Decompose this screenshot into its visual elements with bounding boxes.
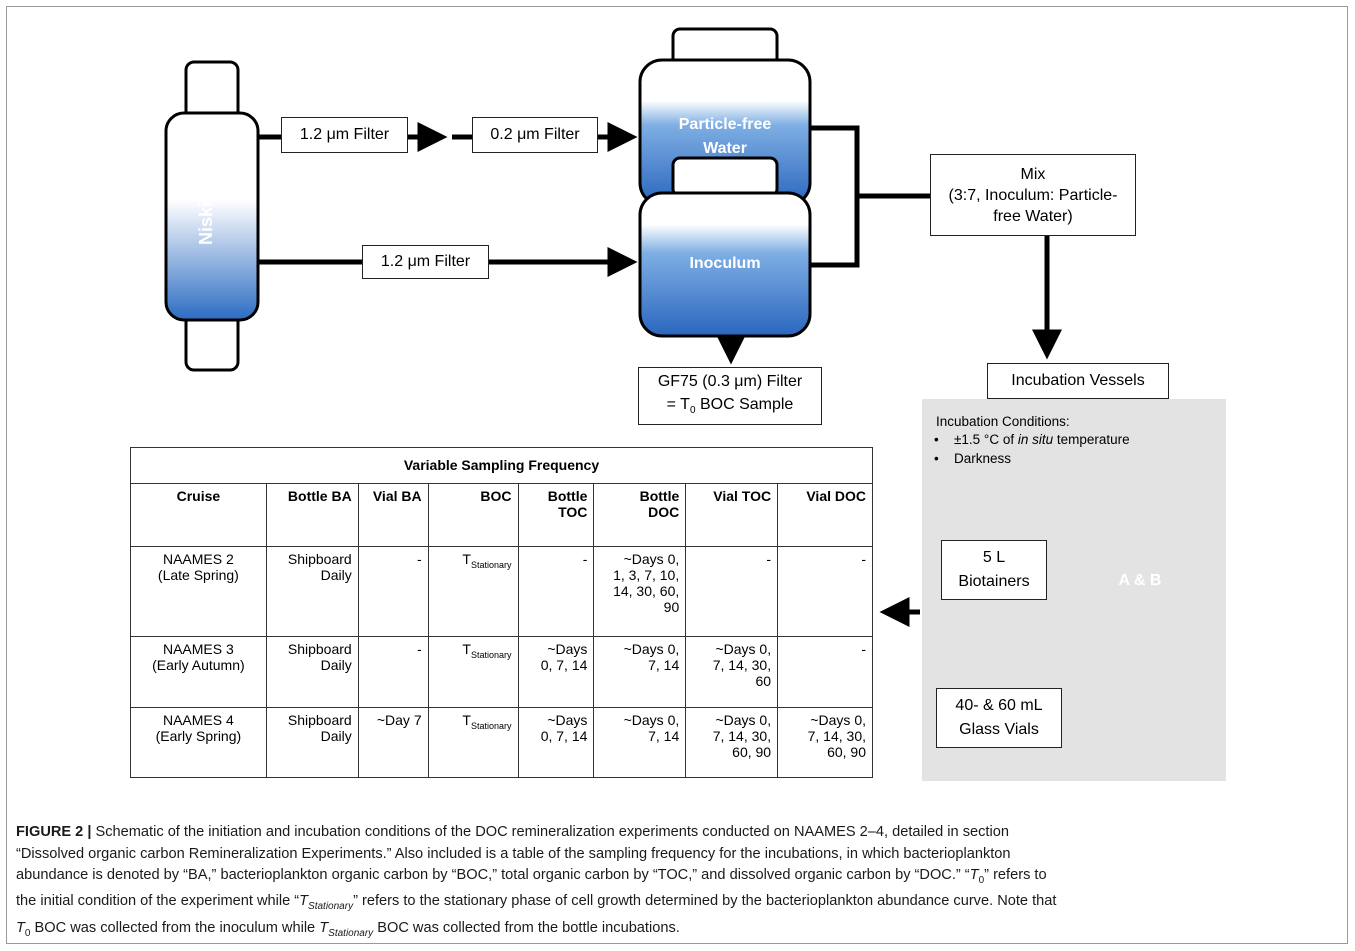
- table-cell: Shipboard Daily: [265, 636, 359, 708]
- caption-label: FIGURE 2 |: [16, 824, 92, 840]
- table-title: Variable Sampling Frequency: [130, 447, 873, 484]
- table-cell: Shipboard Daily: [265, 545, 359, 638]
- table-cell: ~Days 0, 7, 14, 30, 60, 90: [777, 706, 873, 779]
- table-cell: ~Days 0, 7, 14, 30, 60: [685, 636, 779, 708]
- table-cell: -: [777, 636, 873, 708]
- table-cell: Shipboard Daily: [265, 706, 359, 779]
- glass-vials-box: 40- & 60 mL Glass Vials: [936, 688, 1062, 748]
- mix-line3: free Water): [993, 207, 1073, 225]
- biotainers-box: 5 L Biotainers: [941, 540, 1047, 600]
- table-cell: ~Days 0, 7, 14: [517, 706, 595, 779]
- table-cell: TStationary: [427, 706, 519, 779]
- biotainer-line2: Biotainers: [958, 573, 1030, 590]
- table-cell: TStationary: [427, 545, 519, 638]
- filter-box-3: 1.2 μm Filter: [362, 245, 489, 279]
- biotainer-ab-label: A & B: [1118, 572, 1162, 589]
- table-header-cell: Cruise: [130, 482, 267, 547]
- table-cell: NAAMES 4 (Early Spring): [130, 706, 267, 779]
- table-header-cell: Vial DOC: [777, 482, 873, 547]
- table-header-cell: Bottle BA: [265, 482, 359, 547]
- table-cell: -: [777, 545, 873, 638]
- vials-line2: Glass Vials: [959, 721, 1039, 738]
- table-header-cell: Vial TOC: [685, 482, 779, 547]
- table-row: NAAMES 2 (Late Spring)Shipboard Daily-TS…: [130, 545, 873, 638]
- table-cell: -: [357, 636, 429, 708]
- conditions-list: ±1.5 °C of in situ temperature Darkness: [934, 432, 1130, 470]
- inoculum-vessel: [638, 156, 812, 338]
- table-cell: ~Days 0, 7, 14, 30, 60, 90: [685, 706, 779, 779]
- niskin-label: Niskin: [196, 191, 216, 245]
- condition-temperature: ±1.5 °C of in situ temperature: [934, 432, 1130, 451]
- filter-box-2: 0.2 μm Filter: [472, 117, 598, 153]
- table-header-cell: BOC: [427, 482, 519, 547]
- gf75-line1: GF75 (0.3 μm) Filter: [657, 372, 803, 390]
- niskin-bottle: Niskin: [164, 60, 260, 372]
- table-row: NAAMES 3 (Early Autumn)Shipboard Daily-T…: [130, 636, 873, 708]
- filter-box-1: 1.2 μm Filter: [281, 117, 408, 153]
- table-cell: ~Days 0, 7, 14: [593, 706, 687, 779]
- table-row: NAAMES 4 (Early Spring)Shipboard Daily~D…: [130, 706, 873, 779]
- biotainer-line1: 5 L: [982, 549, 1006, 566]
- incubation-vessels-box: Incubation Vessels: [987, 363, 1169, 399]
- mix-title: Mix: [1020, 165, 1046, 183]
- table-cell: ~Days 0, 1, 3, 7, 10, 14, 30, 60, 90: [593, 545, 687, 638]
- table-cell: -: [517, 545, 595, 638]
- vials-line1: 40- & 60 mL: [955, 697, 1043, 714]
- gf75-filter-box: GF75 (0.3 μm) Filter = T0 BOC Sample: [638, 367, 822, 425]
- figure-caption: FIGURE 2 | Schematic of the initiation a…: [16, 824, 1057, 939]
- table-cell: -: [357, 545, 429, 638]
- table-cell: TStationary: [427, 636, 519, 708]
- table-header-cell: Vial BA: [357, 482, 429, 547]
- conditions-title: Incubation Conditions:: [936, 414, 1070, 429]
- particle-free-line1: Particle-free: [678, 116, 772, 133]
- figure-frame: [6, 6, 1348, 944]
- table-cell: ~Days 0, 7, 14: [593, 636, 687, 708]
- table-cell: NAAMES 2 (Late Spring): [130, 545, 267, 638]
- table-body: NAAMES 2 (Late Spring)Shipboard Daily-TS…: [130, 545, 873, 779]
- mix-box: Mix (3:7, Inoculum: Particle- free Water…: [930, 154, 1136, 236]
- condition-darkness: Darkness: [934, 451, 1130, 470]
- particle-free-line2: Water: [703, 140, 747, 157]
- table-cell: ~Day 7: [357, 706, 429, 779]
- table-header-cell: Bottle TOC: [517, 482, 595, 547]
- table-cell: NAAMES 3 (Early Autumn): [130, 636, 267, 708]
- gf75-line2: = T0 BOC Sample: [666, 395, 794, 417]
- table-header-cell: Bottle DOC: [593, 482, 687, 547]
- table-cell: -: [685, 545, 779, 638]
- inoculum-label: Inoculum: [689, 255, 761, 272]
- particle-free-water-label: Particle-free Water: [650, 113, 800, 161]
- table-cell: ~Days 0, 7, 14: [517, 636, 595, 708]
- mix-line2: (3:7, Inoculum: Particle-: [948, 186, 1118, 204]
